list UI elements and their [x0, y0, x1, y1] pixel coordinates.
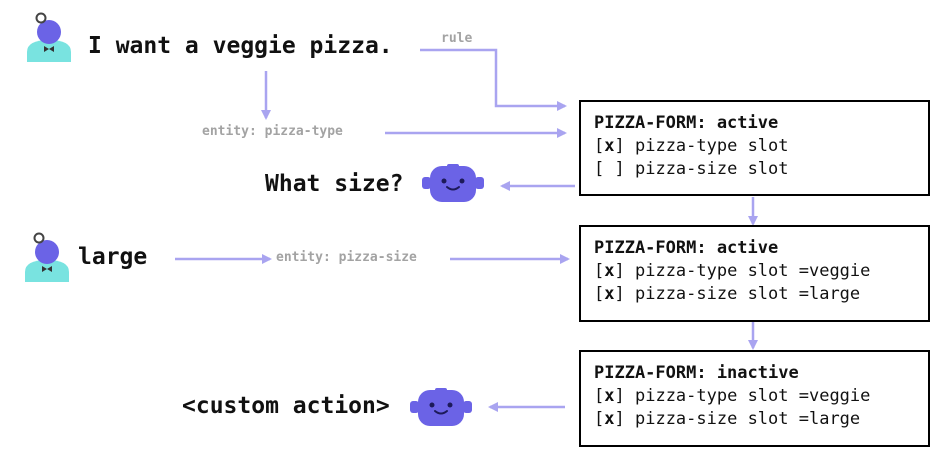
form-state-box: PIZZA-FORM: active [x] pizza-type slot =… [579, 225, 930, 322]
slot-check: x [604, 386, 615, 406]
bot-custom-action: <custom action> [182, 393, 390, 419]
form-header: PIZZA-FORM: inactive [594, 363, 799, 383]
form-header: PIZZA-FORM: active [594, 113, 779, 133]
entity-pizza-size-label: entity: pizza-size [273, 250, 420, 265]
slot-text: pizza-type slot =veggie [624, 261, 871, 281]
rule-arrow [420, 48, 567, 111]
form-state-box: PIZZA-FORM: active [x] pizza-type slot [… [579, 100, 930, 196]
slot-check [604, 159, 614, 179]
slot-check: x [604, 409, 615, 429]
user-avatar-icon [25, 232, 69, 282]
slot-check: x [604, 284, 615, 304]
slot-text: pizza-size slot =large [624, 409, 861, 429]
slot-row: [x] pizza-type slot =veggie [594, 386, 871, 406]
entity-pizza-type-label: entity: pizza-type [199, 124, 346, 139]
rule-label: rule [438, 31, 476, 46]
user-avatar-icon [27, 12, 71, 62]
user-message-large: large [78, 244, 148, 270]
slot-check: x [604, 136, 615, 156]
slot-row: [x] pizza-type slot [594, 136, 789, 156]
slot-row: [x] pizza-size slot =large [594, 284, 861, 304]
slot-text: pizza-size slot [624, 159, 789, 179]
slot-row: [ ] pizza-size slot [594, 159, 789, 179]
slot-row: [x] pizza-type slot =veggie [594, 261, 871, 281]
form-header: PIZZA-FORM: active [594, 238, 779, 258]
slot-text: pizza-type slot =veggie [624, 386, 871, 406]
slot-text: pizza-size slot =large [624, 284, 861, 304]
slot-check: x [604, 261, 615, 281]
slot-text: pizza-type slot [624, 136, 789, 156]
bot-question-size: What size? [265, 171, 404, 197]
slot-row: [x] pizza-size slot =large [594, 409, 861, 429]
bot-icon [410, 388, 472, 426]
bot-icon [422, 164, 484, 202]
form-state-box: PIZZA-FORM: inactive [x] pizza-type slot… [579, 350, 930, 447]
user-message-veggie-pizza: I want a veggie pizza. [88, 33, 393, 59]
